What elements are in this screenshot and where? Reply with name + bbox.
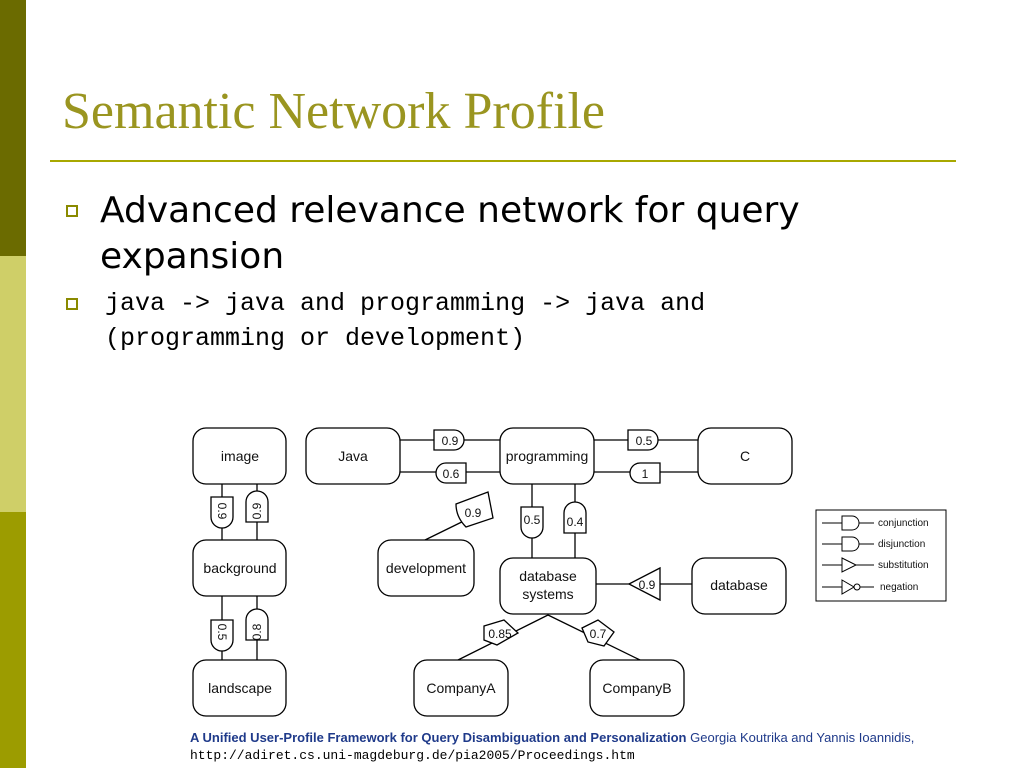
gate-legend: conjunction disjunction substitution neg… <box>815 509 947 602</box>
legend-conjunction: conjunction <box>878 518 929 529</box>
citation-title: A Unified User-Profile Framework for Que… <box>190 730 687 745</box>
node-label-companyA: CompanyA <box>426 680 496 696</box>
conjunction-icon <box>841 515 860 531</box>
conjunction-gate-icon <box>563 501 587 534</box>
disjunction-gate-icon <box>581 619 615 647</box>
node-label-c: C <box>740 448 750 464</box>
node-c <box>697 427 793 485</box>
weight-image-bg-right: 0.9 <box>250 502 264 519</box>
slide-title: Semantic Network Profile <box>62 83 605 140</box>
node-companyA <box>413 659 509 717</box>
node-development <box>377 539 475 597</box>
node-background <box>192 539 287 597</box>
node-label-development: development <box>386 560 466 576</box>
node-label-companyB: CompanyB <box>602 680 671 696</box>
substitution-gate-icon <box>627 566 661 602</box>
weight-db-companyB: 0.7 <box>590 627 607 641</box>
disjunction-gate-icon <box>483 619 520 646</box>
legend-disjunction: disjunction <box>878 539 925 550</box>
weight-prog-db-left: 0.5 <box>524 513 541 527</box>
node-companyB <box>589 659 685 717</box>
conjunction-gate-icon <box>433 429 465 451</box>
left-strip-light <box>0 256 26 512</box>
node-landscape <box>192 659 287 717</box>
legend-substitution: substitution <box>878 560 929 571</box>
disjunction-icon <box>841 536 860 552</box>
conjunction-gate-icon <box>210 619 234 652</box>
node-database-systems <box>499 557 597 615</box>
node-label-landscape: landscape <box>208 680 272 696</box>
bullet-square-icon <box>66 205 78 217</box>
node-label-database: database <box>710 577 768 593</box>
weight-prog-db-right: 0.4 <box>567 515 584 529</box>
weight-java-prog-bottom: 0.6 <box>443 467 460 481</box>
conjunction-gate-icon <box>629 462 661 484</box>
weight-bg-land-right: 0.8 <box>250 623 264 640</box>
title-divider <box>50 160 956 162</box>
legend-negation: negation <box>880 582 918 593</box>
conjunction-gate-icon <box>520 506 544 539</box>
bullet-square-icon <box>66 298 78 310</box>
node-java <box>305 427 401 485</box>
conjunction-gate-icon <box>245 490 269 523</box>
node-label-image: image <box>221 448 259 464</box>
weight-db-substitution: 0.9 <box>639 578 656 592</box>
bullet-text-main: Advanced relevance network for query exp… <box>100 190 800 277</box>
node-label-database-systems: systems <box>522 586 573 602</box>
weight-prog-c-bottom: 1 <box>642 467 649 481</box>
citation-url: http://adiret.cs.uni-magdeburg.de/pia200… <box>190 748 635 763</box>
weight-image-bg-left: 0.9 <box>215 503 229 520</box>
disjunction-gate-icon <box>455 491 494 528</box>
conjunction-gate-icon <box>245 608 269 641</box>
substitution-icon <box>841 557 858 573</box>
weight-java-prog-top: 0.9 <box>442 434 459 448</box>
node-image <box>192 427 287 485</box>
conjunction-gate-icon <box>210 496 234 529</box>
node-database <box>691 557 787 615</box>
node-label-database-systems: database <box>519 568 577 584</box>
citation: A Unified User-Profile Framework for Que… <box>190 729 914 765</box>
negation-icon <box>841 579 855 595</box>
node-programming <box>499 427 595 485</box>
weight-prog-development: 0.9 <box>465 506 482 520</box>
node-label-java: Java <box>338 448 368 464</box>
node-label-background: background <box>203 560 276 576</box>
left-strip-olive <box>0 512 26 768</box>
conjunction-gate-icon <box>435 462 467 484</box>
left-strip-dark <box>0 0 26 256</box>
bullet-text-query: java -> java and programming -> java and… <box>105 289 706 353</box>
node-label-programming: programming <box>506 448 588 464</box>
conjunction-gate-icon <box>627 429 659 451</box>
weight-prog-c-top: 0.5 <box>636 434 653 448</box>
weight-bg-land-left: 0.5 <box>215 624 229 641</box>
weight-db-companyA: 0.85 <box>488 627 512 641</box>
citation-authors: Georgia Koutrika and Yannis Ioannidis, <box>690 730 915 745</box>
